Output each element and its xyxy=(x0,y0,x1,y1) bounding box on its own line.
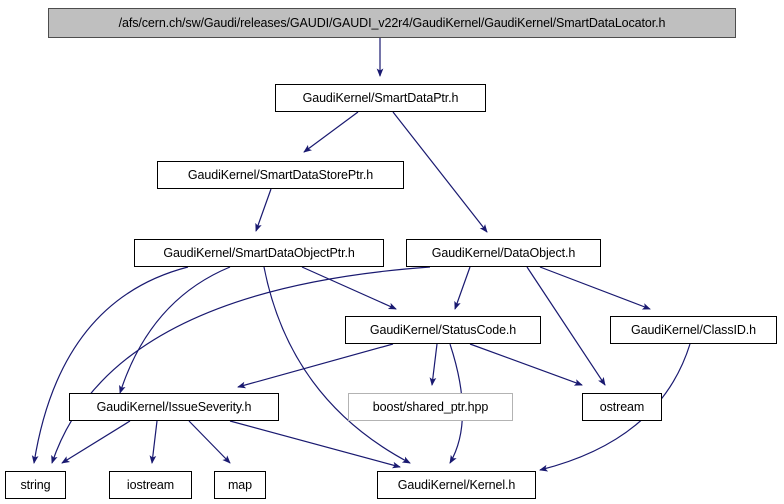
graph-node-label-map: map xyxy=(227,477,253,492)
graph-node-label-iostream: iostream xyxy=(126,477,175,492)
dependency-edge-smartdatastoreptr-to-smartdataobjectptr xyxy=(255,188,272,232)
graph-node-boostsharedptr[interactable]: boost/shared_ptr.hpp xyxy=(348,393,513,421)
dependency-edge-smartdataobjectptr-to-issueseverity xyxy=(119,266,231,394)
graph-node-smartdatastoreptr[interactable]: GaudiKernel/SmartDataStorePtr.h xyxy=(157,161,404,189)
dependency-edge-issueseverity-to-map xyxy=(188,420,231,464)
graph-node-root[interactable]: /afs/cern.ch/sw/Gaudi/releases/GAUDI/GAU… xyxy=(48,8,736,38)
dependency-edge-statuscode-to-ostream xyxy=(469,343,583,386)
graph-node-smartdataptr[interactable]: GaudiKernel/SmartDataPtr.h xyxy=(275,84,486,112)
dependency-edge-issueseverity-to-iostream xyxy=(149,420,158,464)
graph-node-label-dataobject: GaudiKernel/DataObject.h xyxy=(431,245,576,260)
graph-node-label-smartdataobjectptr: GaudiKernel/SmartDataObjectPtr.h xyxy=(163,245,355,260)
dependency-edge-dataobject-to-statuscode xyxy=(454,266,471,310)
graph-node-label-ostream: ostream xyxy=(599,399,645,414)
dependency-edge-statuscode-to-boostsharedptr xyxy=(429,343,438,386)
graph-node-classid[interactable]: GaudiKernel/ClassID.h xyxy=(610,316,777,344)
dependency-edge-smartdataptr-to-smartdatastoreptr xyxy=(303,111,359,153)
graph-node-label-smartdatastoreptr: GaudiKernel/SmartDataStorePtr.h xyxy=(187,167,374,182)
dependency-edge-smartdataobjectptr-to-kernel xyxy=(263,266,411,464)
graph-node-iostream[interactable]: iostream xyxy=(109,471,192,499)
graph-node-ostream[interactable]: ostream xyxy=(582,393,662,421)
dependency-edge-smartdataobjectptr-to-statuscode xyxy=(301,266,397,310)
graph-node-label-boostsharedptr: boost/shared_ptr.hpp xyxy=(372,399,489,414)
graph-node-kernel[interactable]: GaudiKernel/Kernel.h xyxy=(377,471,536,499)
dependency-edge-issueseverity-to-string xyxy=(61,420,131,464)
graph-node-label-smartdataptr: GaudiKernel/SmartDataPtr.h xyxy=(302,90,459,105)
dependency-edge-statuscode-to-issueseverity xyxy=(237,343,394,389)
graph-node-label-string: string xyxy=(20,477,51,492)
graph-node-label-issueseverity: GaudiKernel/IssueSeverity.h xyxy=(96,399,252,414)
graph-node-dataobject[interactable]: GaudiKernel/DataObject.h xyxy=(406,239,601,267)
dependency-edge-dataobject-to-string xyxy=(51,266,431,464)
graph-node-label-classid: GaudiKernel/ClassID.h xyxy=(630,322,757,337)
graph-node-label-statuscode: GaudiKernel/StatusCode.h xyxy=(369,322,517,337)
graph-node-statuscode[interactable]: GaudiKernel/StatusCode.h xyxy=(345,316,541,344)
graph-node-issueseverity[interactable]: GaudiKernel/IssueSeverity.h xyxy=(69,393,279,421)
dependency-edge-smartdataptr-to-dataobject xyxy=(392,111,488,233)
graph-node-smartdataobjectptr[interactable]: GaudiKernel/SmartDataObjectPtr.h xyxy=(134,239,384,267)
graph-node-label-root: /afs/cern.ch/sw/Gaudi/releases/GAUDI/GAU… xyxy=(118,15,666,30)
graph-node-map[interactable]: map xyxy=(214,471,266,499)
dependency-edge-smartdataobjectptr-to-string xyxy=(31,266,189,464)
dependency-edge-dataobject-to-classid xyxy=(539,266,651,310)
graph-node-label-kernel: GaudiKernel/Kernel.h xyxy=(397,477,516,492)
graph-node-string[interactable]: string xyxy=(5,471,66,499)
dependency-edge-issueseverity-to-kernel xyxy=(229,420,401,469)
